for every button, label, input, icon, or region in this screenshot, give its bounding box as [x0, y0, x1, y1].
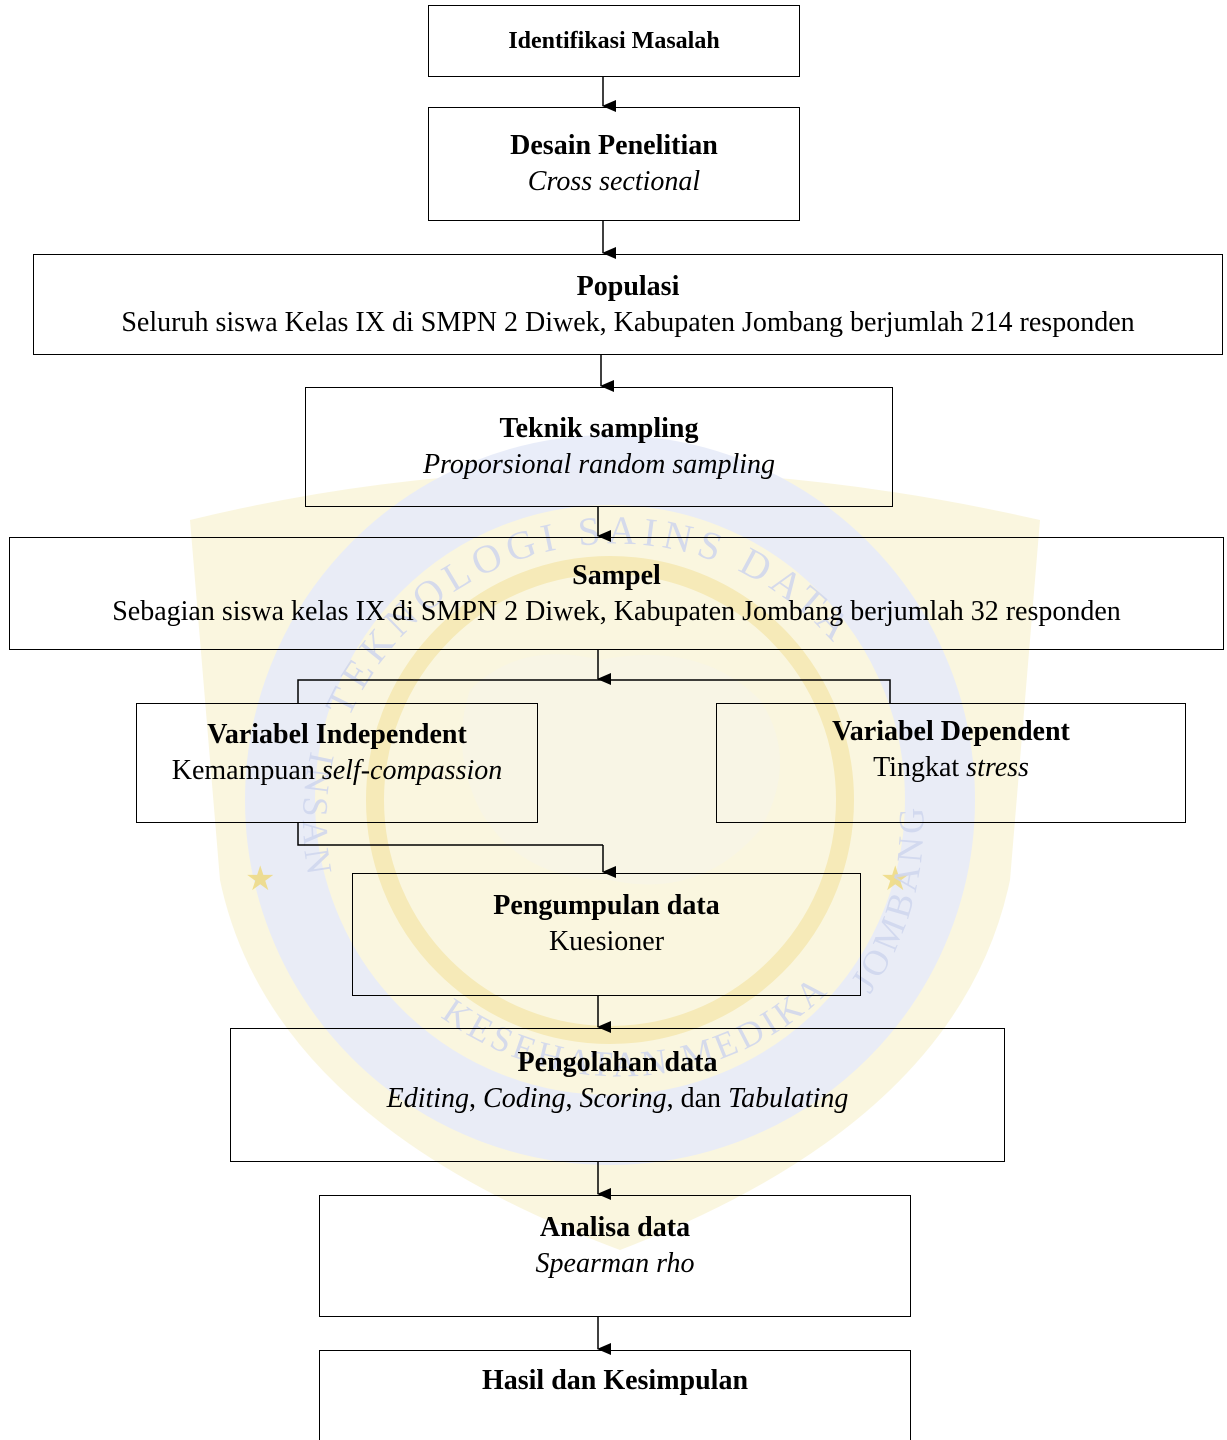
watermark-map-shape: [462, 654, 780, 885]
pengolahan-scoring: Scoring: [579, 1083, 667, 1114]
box-populasi-title: Populasi: [576, 270, 680, 302]
box-pengolahan-title: Pengolahan data: [517, 1047, 718, 1078]
box-teknik-title: Teknik sampling: [499, 413, 699, 444]
bracket-variabel-top: [297, 679, 891, 703]
box-dependent-sub: Tingkat stress: [873, 750, 1029, 786]
pengolahan-sep-1: ,: [469, 1083, 484, 1114]
watermark-text-left: INSAN: [295, 749, 339, 881]
box-independent-sub-italic: self-compassion: [321, 755, 503, 786]
box-sampel-title: Sampel: [572, 559, 661, 591]
watermark-star-left: ★: [245, 861, 275, 898]
svg-text:INSAN: INSAN: [295, 749, 343, 881]
box-populasi: Populasi Seluruh siswa Kelas IX di SMPN …: [33, 254, 1223, 355]
box-hasil-title: Hasil dan Kesimpulan: [481, 1365, 749, 1396]
pengolahan-sep-2: ,: [565, 1083, 580, 1114]
box-populasi-sub: Seluruh siswa Kelas IX di SMPN 2 Diwek, …: [121, 306, 1135, 338]
box-sampel-sub: Sebagian siswa kelas IX di SMPN 2 Diwek,…: [112, 595, 1121, 627]
watermark-inner-ring: [366, 556, 854, 1044]
box-identifikasi-title: Identifikasi Masalah: [508, 28, 720, 54]
box-sampel: Sampel Sebagian siswa kelas IX di SMPN 2…: [9, 537, 1224, 650]
box-analisa-data: Analisa data Spearman rho: [319, 1195, 911, 1317]
box-identifikasi-masalah: Identifikasi Masalah: [428, 5, 800, 77]
watermark-outer-ring: [245, 435, 975, 1165]
box-desain-penelitian: Desain Penelitian Cross sectional: [428, 107, 800, 221]
box-dependent-sub-plain: Tingkat: [873, 752, 967, 783]
box-desain-title: Desain Penelitian: [510, 130, 718, 161]
box-variabel-independent: Variabel Independent Kemampuan self-comp…: [136, 703, 538, 823]
pengolahan-editing: Editing: [386, 1083, 470, 1114]
pengolahan-sep-3: , dan: [666, 1083, 729, 1114]
box-teknik-sub: Proporsional random sampling: [422, 449, 776, 480]
box-pengumpulan-sub: Kuesioner: [548, 926, 665, 957]
box-variabel-dependent: Variabel Dependent Tingkat stress: [716, 703, 1186, 823]
box-teknik-sampling: Teknik sampling Proporsional random samp…: [305, 387, 893, 507]
pengolahan-tabulating: Tabulating: [728, 1083, 849, 1114]
box-analisa-sub: Spearman rho: [535, 1248, 695, 1279]
box-independent-sub-plain: Kemampuan: [171, 755, 322, 786]
watermark-star-right: ★: [880, 861, 910, 898]
box-dependent-sub-italic: stress: [966, 752, 1029, 783]
box-pengolahan-sub: Editing, Coding, Scoring, dan Tabulating: [387, 1081, 849, 1117]
box-independent-title: Variabel Independent: [207, 719, 467, 750]
pengolahan-coding: Coding: [483, 1083, 566, 1114]
box-pengumpulan-title: Pengumpulan data: [493, 890, 720, 921]
box-hasil-dan-kesimpulan: Hasil dan Kesimpulan: [319, 1350, 911, 1440]
box-dependent-title: Variabel Dependent: [832, 716, 1070, 747]
box-desain-sub: Cross sectional: [527, 166, 701, 197]
box-pengolahan-data: Pengolahan data Editing, Coding, Scoring…: [230, 1028, 1005, 1162]
box-independent-sub: Kemampuan self-compassion: [172, 753, 503, 789]
bracket-variabel-bottom: [297, 823, 603, 846]
box-pengumpulan-data: Pengumpulan data Kuesioner: [352, 873, 861, 996]
box-analisa-title: Analisa data: [539, 1212, 691, 1243]
